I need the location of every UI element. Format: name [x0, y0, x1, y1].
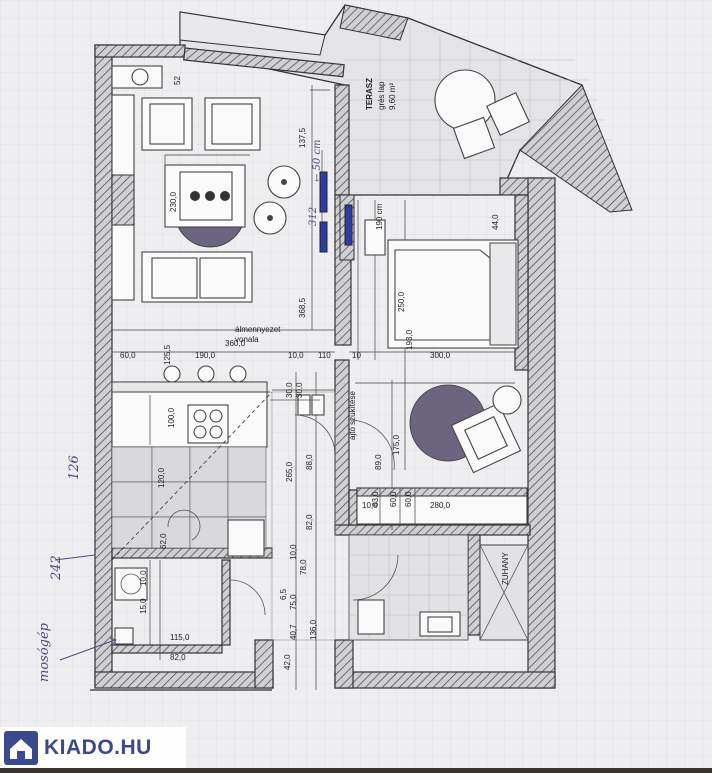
house-logo-icon — [4, 730, 38, 765]
washing-machine — [114, 567, 148, 601]
dim-110b: 110 — [318, 351, 331, 360]
bedroom: 190 cm 250,0 193,0 44,0 10 300,0 ajtó sz… — [339, 194, 522, 530]
dim-1900: 190,0 — [195, 351, 216, 360]
dim-2800: 280,0 — [430, 501, 451, 510]
kitchen-note-1: álmennyezet — [235, 325, 281, 334]
dim-750: 75,0 — [289, 594, 298, 610]
terrace-area: 9,60 m² — [388, 83, 397, 110]
dim-3000: 300,0 — [430, 351, 451, 360]
cooktop — [187, 404, 229, 444]
dim-1200: 120,0 — [157, 467, 166, 488]
dim-600: 60,0 — [120, 351, 136, 360]
terrace-material: grés lap — [377, 81, 386, 110]
dim-1255: 125,5 — [163, 344, 172, 365]
kiado-watermark: KIADO.HU — [0, 727, 186, 768]
dim-1150: 115,0 — [170, 633, 190, 642]
dim-407: 40,7 — [289, 624, 298, 640]
dim-620: 62,0 — [159, 533, 168, 549]
hand-126: 126 — [67, 455, 82, 480]
dim-100b: 10,0 — [362, 501, 378, 510]
dimension-row-mid: 60,0 125,5 190,0 360,0 10,0 110 álmennye… — [112, 325, 335, 365]
dim-890: 89,0 — [374, 454, 383, 470]
laundry-room: 10,0 15,0 115,0 62,0 82,0 — [114, 533, 266, 662]
dim-420: 42,0 — [283, 654, 292, 670]
kitchen-tiles — [111, 446, 267, 549]
dim-830: 83,0 — [371, 491, 380, 507]
dim-2500: 250,0 — [397, 291, 406, 312]
dim-300b: 30,0 — [295, 382, 304, 398]
hand-mosogep: mosógép — [37, 622, 52, 682]
dim-52: 52 — [173, 76, 182, 85]
kitchen: 100,0 120,0 — [111, 365, 273, 561]
dim-300a: 30,0 — [285, 382, 294, 398]
dim-3685: 368,5 — [298, 297, 307, 318]
dim-820: 82,0 — [305, 514, 314, 530]
dim-1375: 137,5 — [298, 127, 307, 148]
watermark-text: KIADO.HU — [44, 735, 152, 759]
hand-50cm: ← 50 cm — [312, 139, 323, 182]
toilet — [357, 599, 385, 635]
wardrobe: 10,0 83,0 60,0 60,0 280,0 — [356, 487, 528, 525]
dim-600c: 60,0 — [404, 491, 413, 507]
dim-440: 44,0 — [491, 214, 500, 230]
dim-1000: 100,0 — [167, 407, 176, 428]
terrace: TERASZ grés lap 9,60 m² — [179, 4, 633, 213]
handwritten-notes: 126 242 mosógép — [37, 455, 117, 682]
hand-312: 312 — [308, 207, 319, 226]
dim-880: 88,0 — [305, 454, 314, 470]
dim-1000b: 10,0 — [139, 570, 148, 586]
dim-150: 15,0 — [139, 598, 148, 614]
terrace-label: TERASZ — [365, 78, 374, 110]
dim-10: 10 — [352, 351, 361, 360]
dim-100c: 10,0 — [289, 544, 298, 560]
kitchen-note-2: vonala — [235, 335, 259, 344]
shower-label: ZUHANY — [501, 551, 510, 585]
hand-242: 242 — [49, 555, 64, 581]
dim-110a: 10,0 — [288, 351, 304, 360]
bathroom: ZUHANY — [348, 534, 529, 641]
dim-2300: 230,0 — [169, 191, 178, 212]
dim-2650: 265,0 — [285, 461, 294, 482]
dim-600b: 60,0 — [389, 491, 398, 507]
hallway: 30,0 30,0 265,0 88,0 82,0 6,5 10,0 78,0 … — [270, 372, 336, 690]
terrace-chair-2 — [486, 92, 530, 136]
dim-1930: 193,0 — [405, 329, 414, 350]
terrace-chair-1 — [452, 116, 496, 160]
wardrobe-note: ajtó szükítése — [348, 391, 357, 440]
dim-3600: 360,0 — [225, 339, 246, 348]
dim-1360: 136,0 — [309, 619, 318, 640]
dim-650: 6,5 — [279, 588, 288, 600]
living-room: 52 137,5 230,0 368,5 ← 50 cm 312 — [111, 65, 330, 330]
dim-190cm: 190 cm — [375, 203, 384, 230]
side-table — [492, 385, 522, 415]
dim-820b: 82,0 — [170, 653, 186, 662]
terrace-table — [434, 69, 496, 131]
dim-1750: 175,0 — [392, 434, 401, 455]
dim-780: 78,0 — [299, 559, 308, 575]
